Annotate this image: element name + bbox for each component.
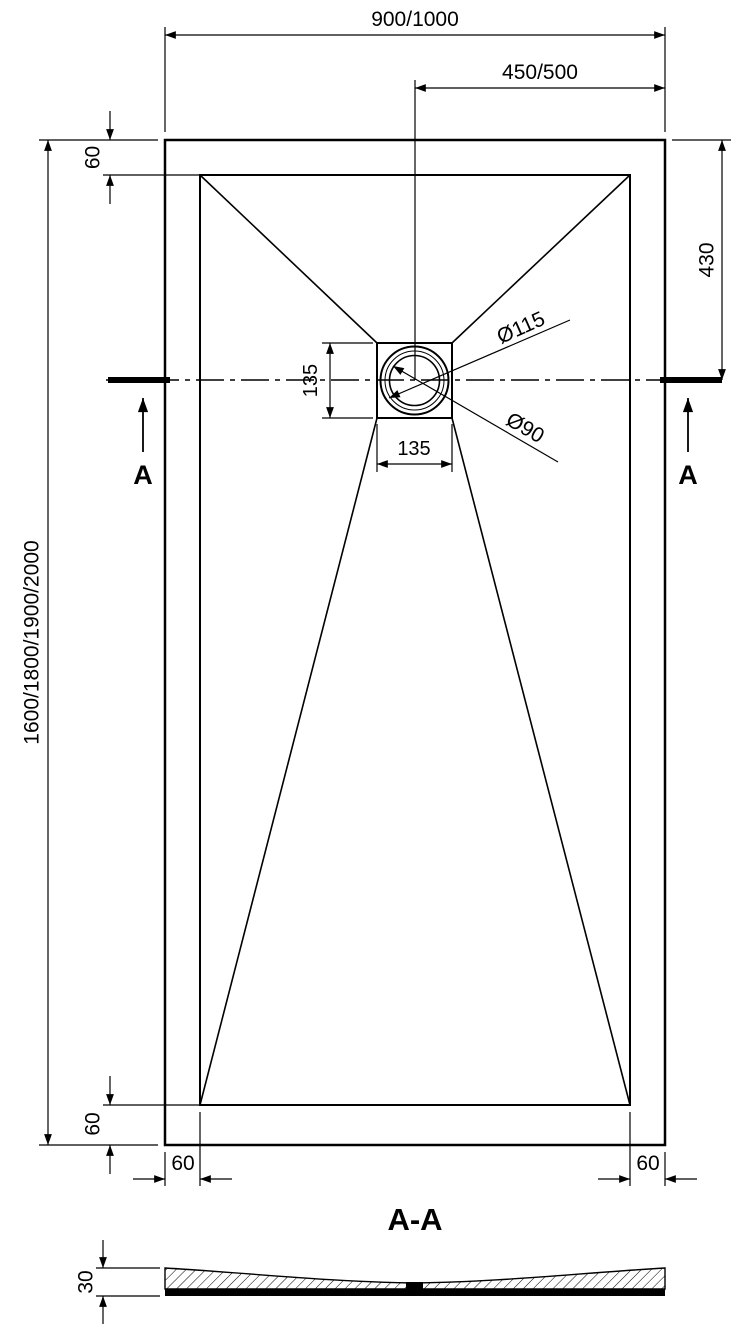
dim-drain-inner-label: Ø90 [502,408,548,448]
leader-drain-inner [392,365,559,463]
section-view [164,1267,666,1296]
slope-line-top-right [451,174,631,344]
slope-line-bottom-left [199,417,378,1106]
dim-drain-box-height [322,342,373,419]
dim-rim-bottom-label: 60 [82,1112,105,1135]
dim-half-width-label: 450/500 [502,61,578,84]
dim-drain-offset [672,139,731,380]
dim-thickness-label: 30 [75,1270,98,1293]
slope-line-top-left [199,174,378,344]
dim-drain-outer-label: Ø115 [494,307,549,348]
dim-width-top [164,27,666,132]
dim-length-label: 1600/1800/1900/2000 [21,540,44,744]
dim-thickness [96,1240,160,1324]
section-marker-right-label: A [678,460,698,490]
section-base [165,1289,665,1296]
dim-length [39,139,158,1146]
dimensions [39,27,731,1324]
dim-rim-left-label: 60 [171,1152,194,1175]
dim-drain-box-width-label: 135 [397,438,430,460]
leader-drain-outer [388,319,571,399]
section-marker-left-label: A [133,460,153,490]
dim-drain-box-height-label: 135 [300,364,322,397]
dim-half-width [414,80,665,380]
dim-rim-top [103,111,200,204]
section-cut-line [106,377,722,452]
dim-width-top-label: 900/1000 [371,8,459,31]
dim-rim-left [133,1112,232,1186]
dim-rim-top-label: 60 [82,146,105,169]
section-title: A-A [387,1202,442,1237]
dim-drain-box-width [376,424,453,472]
dim-rim-bottom [103,1076,200,1174]
dim-drain-offset-label: 430 [696,242,719,277]
slope-line-bottom-right [451,417,631,1106]
dim-rim-right [598,1112,697,1186]
section-drain-mark [406,1282,423,1290]
dim-rim-right-label: 60 [636,1152,659,1175]
